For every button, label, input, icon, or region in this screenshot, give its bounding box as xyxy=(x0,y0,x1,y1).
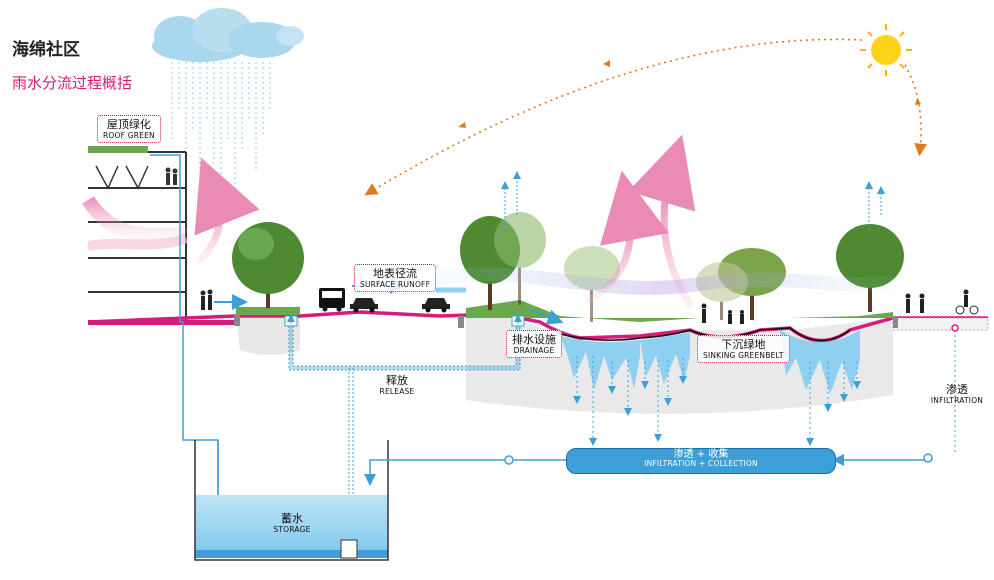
infiltration-collection-cn: 渗透 + 收集 xyxy=(673,449,729,460)
release-cn: 释放 xyxy=(386,374,408,387)
drainage-cn: 排水设施 xyxy=(512,333,556,346)
transpiration-arrow xyxy=(501,171,885,230)
sinking-greenbelt-cn: 下沉绿地 xyxy=(721,338,766,351)
infiltration-cn: 渗透 xyxy=(946,383,968,396)
collection-line xyxy=(364,324,959,486)
label-roof-green: 屋顶绿化 ROOF GREEN xyxy=(97,115,161,144)
sinking-greenbelt-en: SINKING GREENBELT xyxy=(703,351,784,361)
tree-icon xyxy=(232,222,304,308)
grass xyxy=(236,300,893,322)
label-sinking-greenbelt: 下沉绿地 SINKING GREENBELT xyxy=(697,335,790,364)
tree-icon xyxy=(836,224,904,312)
evaporation-arrowheads xyxy=(458,60,921,128)
building xyxy=(82,146,189,324)
pavement xyxy=(892,317,989,331)
drain-inlet-icon xyxy=(284,314,525,327)
label-storage: 蓄水 STORAGE xyxy=(262,512,322,534)
surface-runoff-cn: 地表径流 xyxy=(373,267,418,280)
infiltration-en: INFILTRATION xyxy=(930,395,984,405)
storage-cn: 蓄水 xyxy=(281,512,303,525)
infiltration-collection-bar: 渗透 + 收集 INFILTRATION + COLLECTION xyxy=(566,448,836,474)
infiltration-arrow xyxy=(573,330,956,455)
label-release: 释放 RELEASE xyxy=(375,374,419,396)
person-icon xyxy=(165,167,178,185)
greenbelt-surface xyxy=(559,327,851,342)
label-surface-runoff: 地表径流 SURFACE RUNOFF xyxy=(354,264,437,293)
car-icon xyxy=(350,298,378,313)
page-subtitle: 雨水分流过程概括 xyxy=(12,74,133,92)
cloud-icon xyxy=(152,8,304,62)
evaporation-swirl xyxy=(428,267,895,295)
pump-icon xyxy=(340,539,358,559)
person-icon xyxy=(200,289,979,324)
roof-green-cn: 屋顶绿化 xyxy=(106,118,151,131)
infiltration-collection-en: INFILTRATION + COLLECTION xyxy=(644,459,758,468)
sinking-greenbelt-water xyxy=(560,330,860,394)
tree-icon xyxy=(494,212,546,305)
label-infiltration: 渗透 INFILTRATION xyxy=(925,383,989,405)
page-title: 海绵社区 xyxy=(12,40,80,60)
sun-icon xyxy=(860,24,912,76)
surface-runoff-en: SURFACE RUNOFF xyxy=(360,280,431,290)
storage-en: STORAGE xyxy=(273,524,311,534)
evaporation-arrow xyxy=(364,38,928,196)
release-en: RELEASE xyxy=(379,386,415,396)
drainage-en: DRAINAGE xyxy=(513,346,555,356)
label-drainage: 排水设施 DRAINAGE xyxy=(506,330,562,359)
storage-tank xyxy=(194,440,389,561)
roof-green-en: ROOF GREEN xyxy=(103,131,155,141)
ground-strip xyxy=(88,320,238,325)
car-icon xyxy=(422,298,450,313)
curb-icon xyxy=(234,314,898,328)
bus-icon xyxy=(319,288,345,312)
